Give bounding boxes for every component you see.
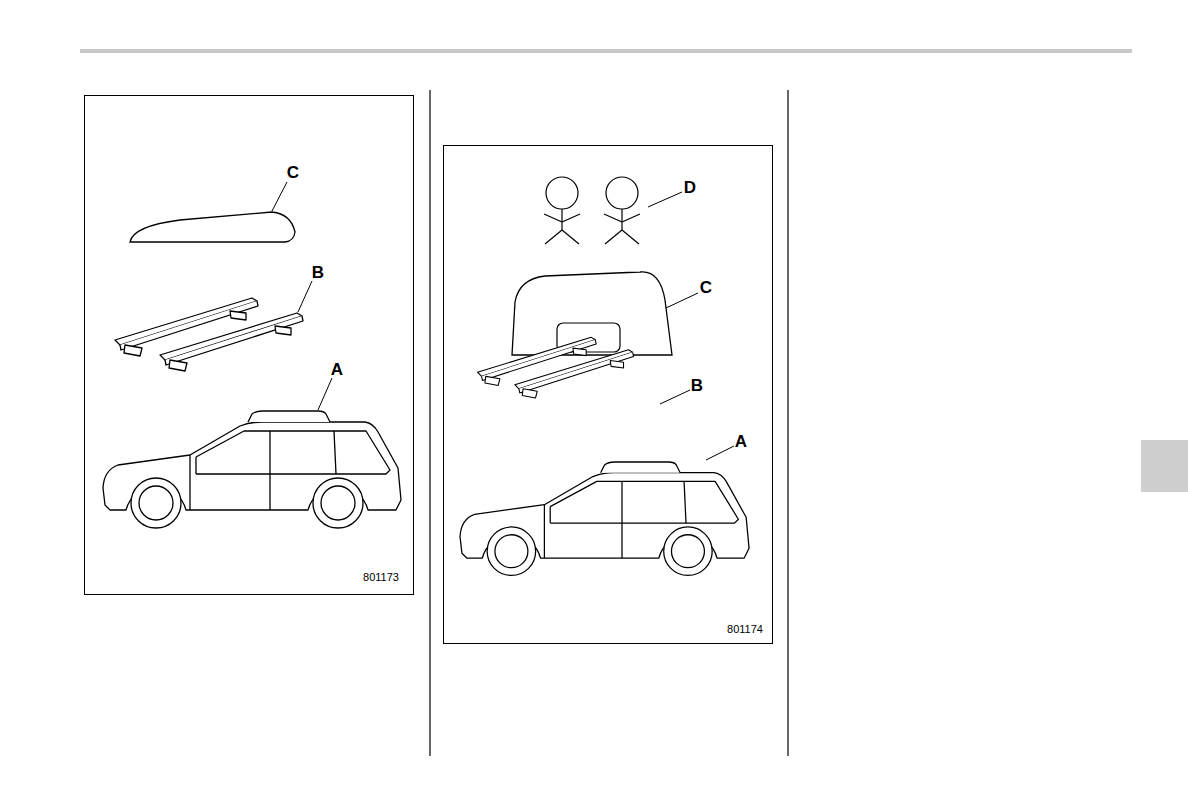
- callout-letter: A: [735, 433, 747, 450]
- header-rule: [80, 49, 1132, 53]
- car-outline: [103, 411, 401, 528]
- callout-letter: D: [684, 179, 696, 196]
- leader-lines: [272, 182, 734, 460]
- crossbar-pair: [477, 337, 633, 398]
- callout-letter: C: [700, 279, 712, 296]
- roof-box: [130, 212, 295, 242]
- callout-letter: B: [691, 377, 703, 394]
- figure-frame: [85, 96, 414, 595]
- car-outline: [460, 462, 749, 575]
- people-figures: [544, 177, 640, 244]
- crossbar-pair: [115, 298, 303, 371]
- callout-letter: A: [331, 361, 343, 378]
- column-divider: [429, 90, 430, 756]
- figure-number: 801173: [363, 572, 399, 583]
- section-tab: [1141, 440, 1188, 492]
- figure-number: 801174: [727, 624, 763, 635]
- callout-letter: C: [287, 164, 299, 181]
- column-divider: [787, 90, 788, 756]
- callout-letter: B: [312, 264, 324, 281]
- figure-frame: [444, 146, 773, 644]
